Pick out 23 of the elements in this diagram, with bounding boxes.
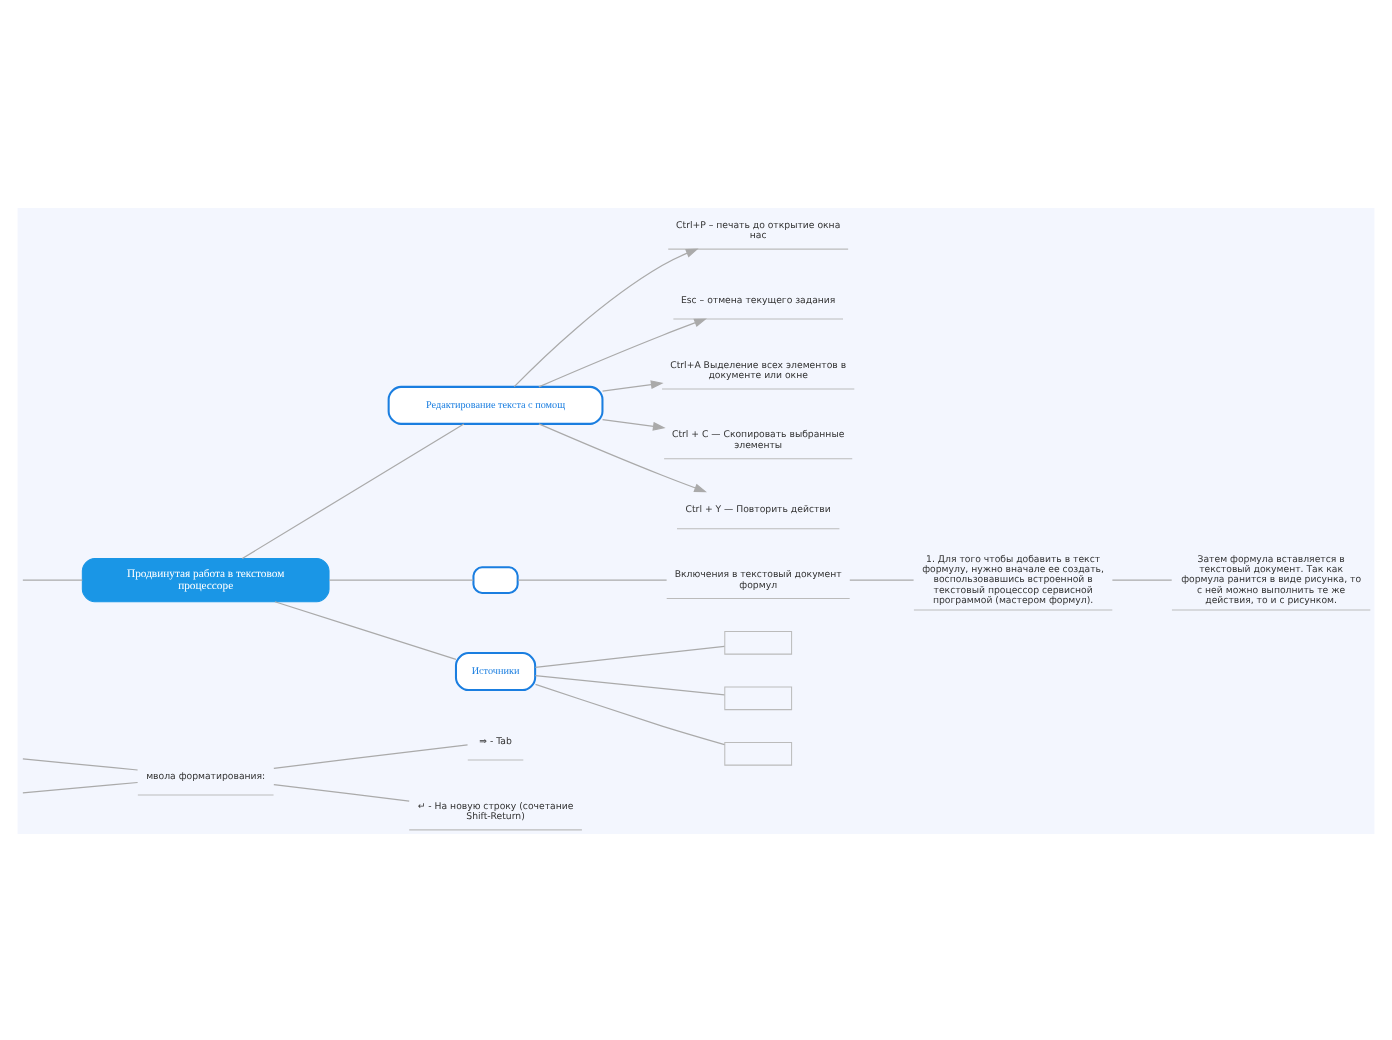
connector (22, 780, 139, 793)
connector (22, 757, 139, 770)
connector (328, 578, 474, 580)
connector (534, 682, 726, 745)
arrow (601, 379, 664, 391)
connector (517, 578, 668, 580)
arrow (513, 247, 699, 387)
connector (534, 644, 726, 667)
connector (241, 422, 465, 559)
arrow (538, 422, 707, 492)
connector (22, 578, 83, 580)
node-box (472, 565, 519, 593)
connector (274, 600, 457, 659)
connector (273, 743, 469, 768)
node-box (724, 741, 793, 765)
arrow (601, 417, 666, 430)
connector (1111, 578, 1173, 580)
node-box (724, 630, 793, 654)
connector (849, 578, 915, 580)
arrow (538, 317, 707, 387)
connector (273, 782, 410, 801)
connector (534, 673, 726, 695)
node-box (724, 685, 793, 710)
